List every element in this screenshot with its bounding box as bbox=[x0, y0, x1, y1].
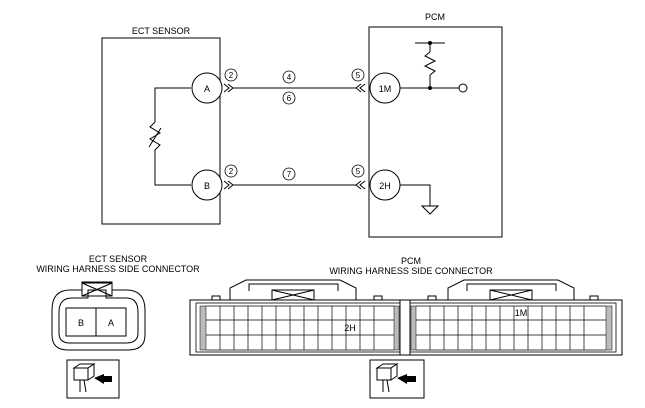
circled-number-b: 2 bbox=[224, 164, 238, 178]
svg-text:2: 2 bbox=[229, 71, 234, 80]
circled-number-a: 2 bbox=[224, 68, 238, 82]
svg-text:7: 7 bbox=[287, 170, 292, 179]
ect-connector-view: ECT SENSOR WIRING HARNESS SIDE CONNECTOR… bbox=[36, 254, 200, 351]
svg-text:6: 6 bbox=[287, 94, 292, 103]
svg-text:2: 2 bbox=[229, 167, 234, 176]
pcm-internal-circuit bbox=[400, 42, 468, 215]
svg-text:4: 4 bbox=[287, 73, 292, 82]
circled-number-2h: 5 bbox=[351, 164, 365, 178]
arrow-icon bbox=[94, 374, 112, 384]
pcm-box: PCM bbox=[368, 12, 503, 238]
ect-cell-a: A bbox=[108, 318, 114, 328]
ect-cell-b: B bbox=[78, 318, 84, 328]
ground-icon bbox=[420, 205, 440, 215]
terminal-1m: 1M bbox=[369, 72, 401, 104]
pcm-connector-view: PCM WIRING HARNESS SIDE CONNECTOR bbox=[189, 256, 623, 356]
ect-sensor-title: ECT SENSOR bbox=[132, 26, 191, 36]
pull-up-resistor-icon bbox=[423, 51, 437, 76]
circled-number-1m: 5 bbox=[351, 68, 365, 82]
svg-text:5: 5 bbox=[356, 71, 361, 80]
arrow-icon bbox=[397, 374, 416, 384]
ect-internal-wiring bbox=[148, 87, 191, 186]
wire-number-top-lower: 6 bbox=[282, 91, 296, 105]
terminal-a: A bbox=[191, 72, 223, 104]
ect-connector-title1: ECT SENSOR bbox=[89, 254, 148, 264]
ect-connector-title2: WIRING HARNESS SIDE CONNECTOR bbox=[36, 264, 200, 274]
terminal-b: B bbox=[191, 169, 223, 201]
pcm-title: PCM bbox=[425, 12, 445, 22]
pcm-connector-title2: WIRING HARNESS SIDE CONNECTOR bbox=[329, 266, 493, 276]
svg-text:B: B bbox=[204, 181, 210, 191]
connector-view-icon bbox=[66, 359, 120, 399]
svg-text:1M: 1M bbox=[379, 84, 392, 94]
terminal-2h: 2H bbox=[369, 169, 401, 201]
connector-view-icon-pcm bbox=[369, 359, 425, 399]
svg-text:5: 5 bbox=[356, 167, 361, 176]
pcm-cavity-1m: 1M bbox=[515, 308, 528, 318]
pcm-cavity-2h: 2H bbox=[344, 323, 356, 333]
ect-sensor-box: ECT SENSOR bbox=[101, 26, 221, 225]
pcm-connector-title1: PCM bbox=[401, 256, 421, 266]
wire-number-top-upper: 4 bbox=[282, 70, 296, 84]
resistor-icon bbox=[149, 121, 161, 151]
svg-text:A: A bbox=[204, 84, 210, 94]
wire-number-bottom: 7 bbox=[282, 167, 296, 181]
svg-text:2H: 2H bbox=[379, 181, 391, 191]
